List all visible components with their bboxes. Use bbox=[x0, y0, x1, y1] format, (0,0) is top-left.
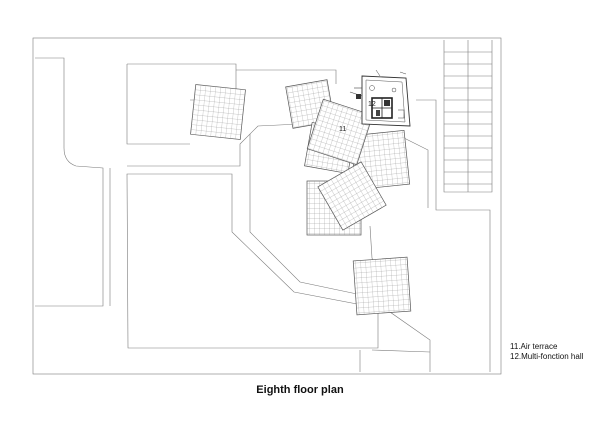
air-terrace-number: 11 bbox=[339, 126, 346, 133]
multi-function-hall bbox=[349, 69, 411, 127]
hall-number: 12 bbox=[368, 101, 376, 108]
left-road bbox=[35, 57, 104, 307]
drawing-title: Eighth floor plan bbox=[256, 384, 344, 396]
roof-grid-modules bbox=[190, 79, 412, 316]
parking-lot bbox=[443, 40, 493, 193]
site-boundary bbox=[32, 37, 502, 375]
legend: 11.Air terrace 12.Multi-fonction hall bbox=[510, 342, 583, 361]
legend-item-hall: 12.Multi-fonction hall bbox=[510, 351, 584, 361]
legend-item-air-terrace: 11.Air terrace bbox=[510, 342, 558, 351]
central-plaza bbox=[126, 173, 379, 349]
